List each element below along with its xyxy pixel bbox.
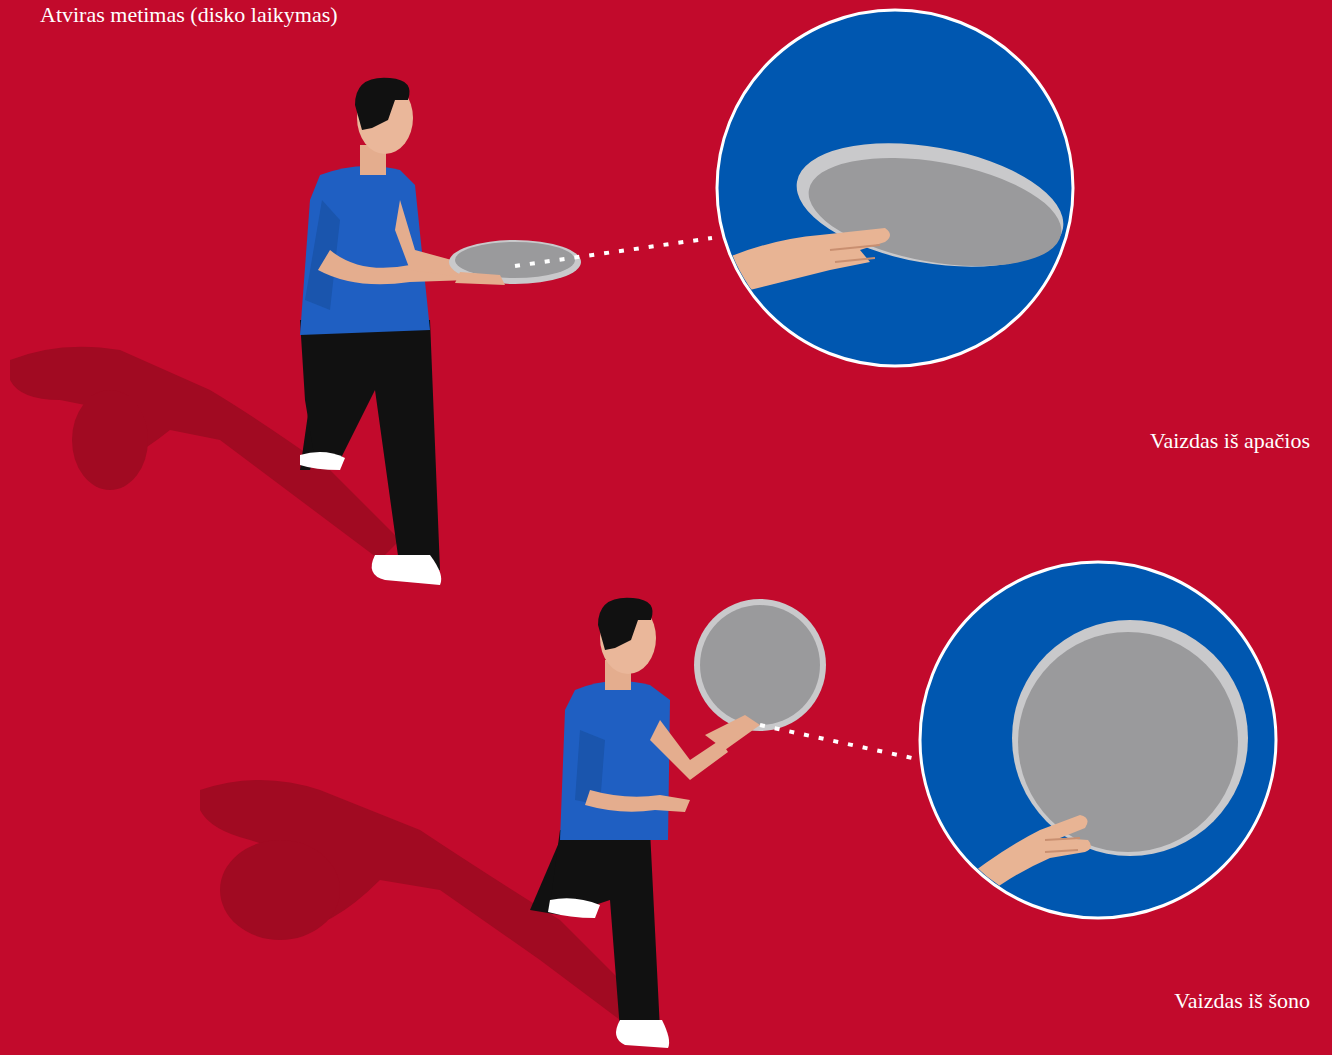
leader-line: [760, 725, 912, 758]
person-figure: [530, 598, 826, 1048]
view-label: Vaizdas iš šono: [1174, 988, 1310, 1014]
person-figure: [300, 78, 581, 585]
zoom-circle: [700, 10, 1073, 366]
zoom-circle: [920, 562, 1276, 918]
leader-line: [515, 238, 712, 266]
view-label: Vaizdas iš apačios: [1150, 428, 1310, 454]
diagram-title: Atviras metimas (disko laikymas): [40, 2, 338, 28]
